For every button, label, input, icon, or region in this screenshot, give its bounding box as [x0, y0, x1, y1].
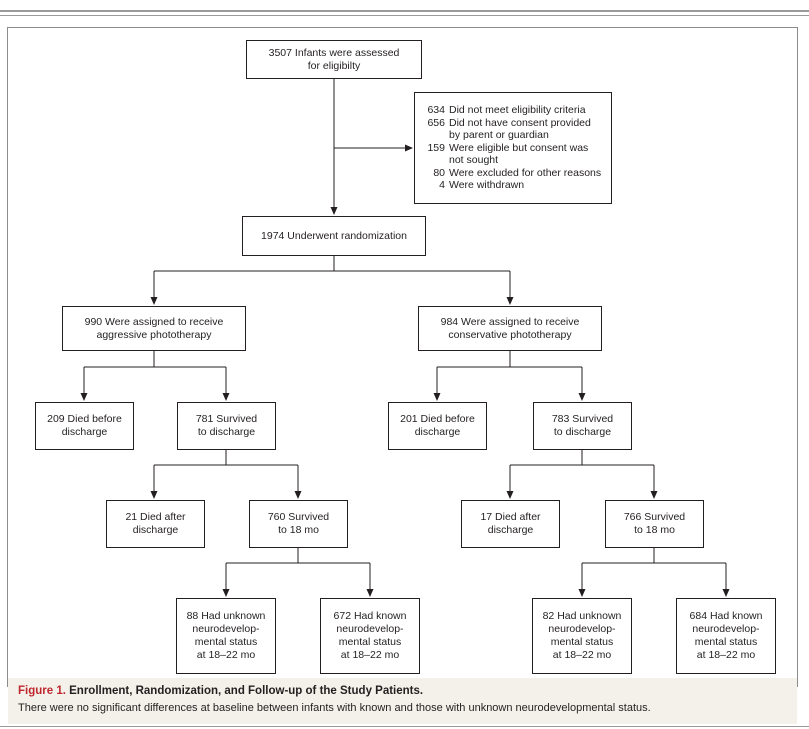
top-rule-thin [0, 15, 809, 16]
exclusion-count: 159 [427, 141, 445, 154]
aggressive-died-before-box: 209 Died before discharge [35, 402, 134, 450]
conservative-survived-discharge-box: 783 Survived to discharge [533, 402, 632, 450]
assessed-text: 3507 Infants were assessed for eligibilt… [268, 46, 400, 72]
aggressive-assigned-text: 990 Were assigned to receive aggressive … [84, 315, 224, 341]
bottom-rule [0, 726, 809, 727]
aggressive-known-status-box: 672 Had known neurodevelop- mental statu… [320, 598, 420, 674]
conservative-known-status-box: 684 Had known neurodevelop- mental statu… [676, 598, 776, 674]
figure-label: Figure 1. [18, 685, 66, 697]
exclusion-count: 656 [427, 116, 445, 129]
aggressive-died-after-box: 21 Died after discharge [106, 500, 205, 548]
caption-title: Enrollment, Randomization, and Follow-up… [69, 685, 424, 697]
aggressive-died-before-text: 209 Died before discharge [47, 413, 122, 438]
exclusion-row: 656 Did not have consent provided by pare… [419, 117, 601, 142]
conservative-known-status-text: 684 Had known neurodevelop- mental statu… [689, 610, 763, 661]
conservative-unknown-status-box: 82 Had unknown neurodevelop- mental stat… [532, 598, 632, 674]
conservative-died-after-box: 17 Died after discharge [461, 500, 560, 548]
conservative-assigned-box: 984 Were assigned to receive conservativ… [418, 306, 602, 351]
aggressive-survived-18-text: 760 Survived to 18 mo [267, 511, 330, 536]
exclusion-count: 634 [427, 104, 445, 117]
aggressive-unknown-status-box: 88 Had unknown neurodevelop- mental stat… [176, 598, 276, 674]
aggressive-assigned-box: 990 Were assigned to receive aggressive … [62, 306, 246, 351]
conservative-unknown-status-text: 82 Had unknown neurodevelop- mental stat… [542, 610, 622, 661]
exclusions-box: 634 Did not meet eligibility criteria 656… [414, 92, 612, 204]
exclusion-label: Did not have consent provided by parent … [449, 116, 591, 142]
aggressive-unknown-status-text: 88 Had unknown neurodevelop- mental stat… [186, 610, 266, 661]
exclusion-label: Were withdrawn [449, 179, 525, 192]
figure-caption: Figure 1. Enrollment, Randomization, and… [8, 678, 797, 724]
assessed-box: 3507 Infants were assessed for eligibilt… [246, 40, 422, 79]
exclusion-count: 4 [439, 179, 445, 192]
caption-body: There were no significant differences at… [18, 702, 651, 714]
caption-title-line: Figure 1. Enrollment, Randomization, and… [18, 684, 787, 698]
figure-frame [7, 27, 798, 687]
exclusion-label: Were excluded for other reasons [449, 166, 602, 179]
top-rule-thick [0, 10, 809, 12]
conservative-survived-discharge-text: 783 Survived to discharge [551, 413, 614, 438]
randomization-text: 1974 Underwent randomization [261, 229, 407, 242]
exclusion-row: 4 Were withdrawn [419, 179, 601, 192]
exclusion-label: Were eligible but consent was not sought [449, 141, 589, 167]
exclusion-row: 634 Did not meet eligibility criteria [419, 104, 601, 117]
exclusion-label: Did not meet eligibility criteria [449, 104, 586, 117]
exclusion-row: 80 Were excluded for other reasons [419, 167, 601, 180]
conservative-died-before-text: 201 Died before discharge [400, 413, 475, 438]
exclusion-row: 159 Were eligible but consent was not sou… [419, 142, 601, 167]
conservative-assigned-text: 984 Were assigned to receive conservativ… [440, 315, 580, 341]
conservative-died-after-text: 17 Died after discharge [480, 511, 541, 536]
aggressive-survived-18-box: 760 Survived to 18 mo [249, 500, 348, 548]
exclusions-list: 634 Did not meet eligibility criteria 656… [419, 104, 601, 192]
aggressive-known-status-text: 672 Had known neurodevelop- mental statu… [333, 610, 407, 661]
aggressive-died-after-text: 21 Died after discharge [125, 511, 186, 536]
aggressive-survived-discharge-text: 781 Survived to discharge [195, 413, 258, 438]
aggressive-survived-discharge-box: 781 Survived to discharge [177, 402, 276, 450]
conservative-died-before-box: 201 Died before discharge [388, 402, 487, 450]
randomization-box: 1974 Underwent randomization [242, 216, 426, 256]
conservative-survived-18-box: 766 Survived to 18 mo [605, 500, 704, 548]
conservative-survived-18-text: 766 Survived to 18 mo [623, 511, 686, 536]
exclusion-count: 80 [433, 166, 445, 179]
